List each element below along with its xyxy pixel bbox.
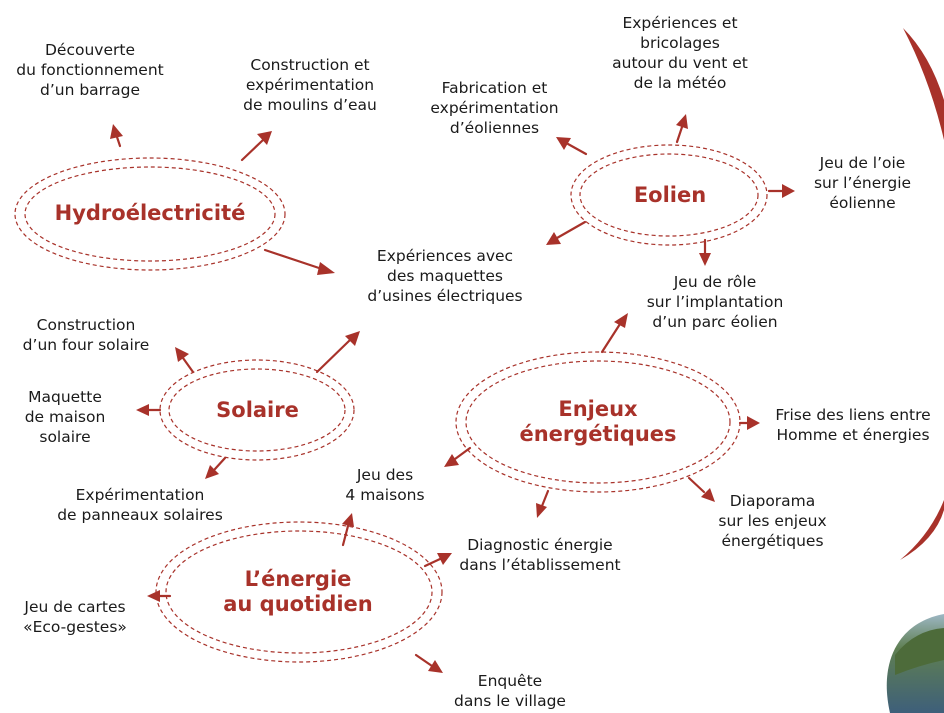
arrow-quotidien-quatre-maisons xyxy=(341,513,354,547)
hub-enjeux-energetiques: Enjeux énergétiques xyxy=(519,397,677,446)
landscape-photo-trees xyxy=(895,628,944,675)
label-panneaux: Expérimentation de panneaux solaires xyxy=(57,486,223,524)
arrow-hydro-barrage xyxy=(110,124,123,148)
arrow-eolien-role xyxy=(699,238,711,266)
arrow-solaire-panneaux xyxy=(205,456,227,479)
arrow-eolien-eoliennes xyxy=(556,137,588,156)
label-role: Jeu de rôle sur l’implantation d’un parc… xyxy=(646,273,784,331)
label-maquettes: Expériences avec des maquettes d’usines … xyxy=(367,247,523,305)
label-diagnostic: Diagnostic énergie dans l’établissement xyxy=(459,536,621,574)
hub-energie-au-quotidien: L’énergie au quotidien xyxy=(223,567,373,616)
arrow-enjeux-diagnostic xyxy=(536,489,550,518)
arrow-eolien-oie xyxy=(767,184,795,198)
arrow-eolien-vent xyxy=(675,114,688,144)
arrow-quotidien-diagnostic xyxy=(423,553,452,568)
decorative-swoosh-top xyxy=(903,28,944,140)
arrow-enjeux-role xyxy=(600,313,628,354)
arrow-solaire-maquettes xyxy=(315,331,360,374)
arrow-enjeux-frise xyxy=(738,416,760,430)
arrow-hydro-moulins xyxy=(240,131,272,162)
label-vent: Expériences et bricolages autour du vent… xyxy=(612,14,748,92)
arrow-quotidien-enquete xyxy=(414,653,443,673)
arrow-quotidien-cartes xyxy=(147,590,172,602)
label-oie: Jeu de l’oie sur l’énergie éolienne xyxy=(813,154,912,212)
label-cartes: Jeu de cartes «Eco-gestes» xyxy=(23,598,127,636)
decorative-swoosh-bottom xyxy=(900,500,944,560)
hub-ellipse-hydro xyxy=(14,157,286,271)
hub-eolien: Eolien xyxy=(633,183,707,207)
label-maison-solaire: Maquette de maison solaire xyxy=(24,388,106,446)
arrow-solaire-maison xyxy=(136,404,162,416)
arrow-solaire-four xyxy=(175,347,195,374)
label-quatre-maisons: Jeu des 4 maisons xyxy=(345,466,425,504)
label-four: Construction d’un four solaire xyxy=(22,316,150,354)
label-eoliennes: Fabrication et expérimentation d’éolienn… xyxy=(430,79,559,137)
label-diaporama: Diaporama sur les enjeux énergétiques xyxy=(718,492,827,550)
label-barrage: Découverte du fonctionnement d’un barrag… xyxy=(16,41,164,99)
hub-solaire: Solaire xyxy=(216,398,299,422)
label-moulins: Construction et expérimentation de mouli… xyxy=(243,56,377,114)
hub-hydroelectricite: Hydroélectricité xyxy=(54,201,246,225)
hub-ellipse-eolien xyxy=(570,144,768,246)
label-enquete: Enquête dans le village xyxy=(454,672,566,710)
arrow-hydro-maquettes xyxy=(263,248,335,275)
label-frise: Frise des liens entre Homme et énergies xyxy=(775,406,931,444)
hub-ellipse-solaire xyxy=(159,359,355,461)
arrow-eolien-maquettes xyxy=(546,220,587,245)
arrow-enjeux-diaporama xyxy=(687,476,715,502)
arrow-enjeux-quatre-maisons xyxy=(444,446,472,467)
